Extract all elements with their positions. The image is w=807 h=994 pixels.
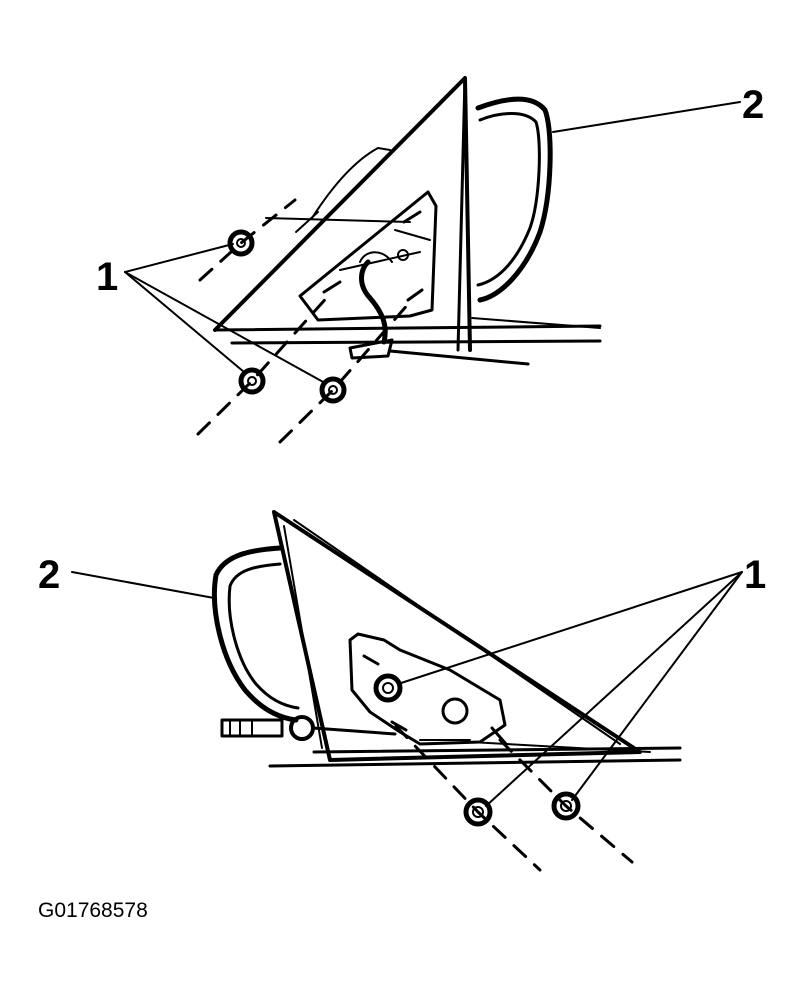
bottom-nut-2 (463, 797, 493, 827)
bottom-door-frame (268, 741, 682, 768)
bottom-view: 2 1 (38, 510, 766, 872)
top-mirror-housing (475, 96, 553, 303)
bottom-mirror-housing (211, 545, 300, 723)
bottom-nut-centerlines (394, 724, 634, 872)
bottom-nut-1 (373, 673, 403, 703)
top-callout-2: 2 (742, 83, 764, 127)
top-nut-2 (238, 367, 266, 395)
top-door-frame (213, 317, 602, 366)
top-nut-centerlines (196, 198, 412, 444)
bottom-studs (362, 654, 508, 746)
top-view: 1 2 (96, 76, 764, 444)
top-mounting-plate (298, 190, 438, 322)
bottom-connector (220, 715, 397, 741)
bottom-nut-3 (551, 791, 581, 821)
bottom-leader-lines (71, 571, 743, 807)
top-nut-3 (319, 376, 347, 404)
top-studs (322, 210, 424, 302)
top-mirror-base (213, 76, 472, 352)
top-nut-1 (227, 229, 255, 257)
figure-id-label: G01768578 (38, 899, 148, 922)
bottom-mirror-base (272, 510, 642, 762)
bottom-mounting-plate (348, 632, 507, 746)
bottom-callout-2: 2 (38, 553, 60, 597)
top-wiring-harness (348, 251, 394, 360)
bottom-callout-1: 1 (744, 553, 766, 597)
top-callout-1: 1 (96, 255, 118, 299)
top-leader-lines (124, 101, 741, 384)
